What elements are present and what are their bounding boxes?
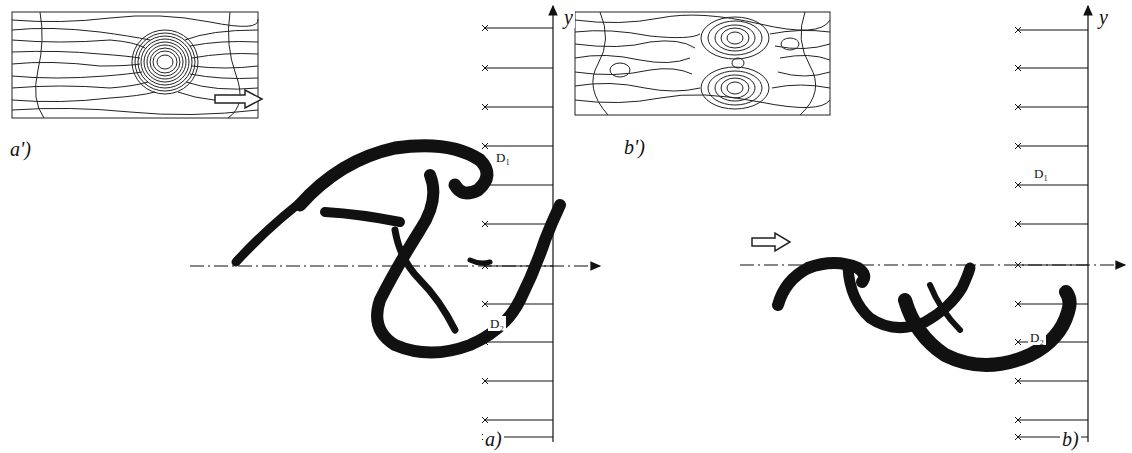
region-label: D₁ <box>1032 166 1050 181</box>
axis-label: y <box>1097 6 1110 28</box>
region-label: D₂ <box>488 316 506 331</box>
panel-label: b) <box>1060 428 1081 450</box>
region-label: D₁ <box>494 150 512 165</box>
axis-a <box>190 6 600 442</box>
flow-arrow <box>215 90 262 108</box>
flow-arrow <box>752 233 790 251</box>
panel-label: b') <box>622 136 647 158</box>
contour-map-b <box>575 12 830 115</box>
panel-label: a') <box>8 138 33 160</box>
axis-b <box>740 6 1125 442</box>
vortex-pattern-b <box>778 263 1070 365</box>
vortex-pattern-a <box>236 146 560 353</box>
panel-label: a) <box>483 428 504 450</box>
axis-label: y <box>562 6 575 28</box>
region-label: D₂ <box>1028 330 1046 345</box>
